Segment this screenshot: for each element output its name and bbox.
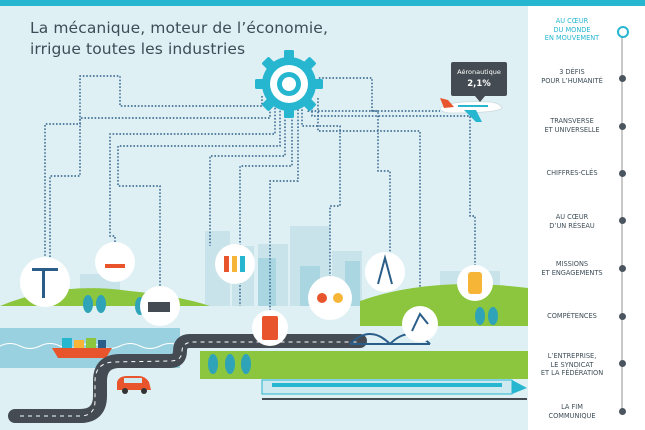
nav-item-label: AU CŒUR xyxy=(555,213,589,221)
nav-item-label: ET LA FÉDÉRATION xyxy=(540,369,604,378)
nav-item-label: DU MONDE xyxy=(553,25,591,34)
nav-dot[interactable] xyxy=(619,360,626,367)
infographic-panel: La mécanique, moteur de l’économie, irri… xyxy=(0,6,528,430)
nav-item-missions[interactable]: MISSIONS ET ENGAGEMENTS xyxy=(528,260,616,277)
nav-item-label: POUR L’HUMANITÉ xyxy=(541,76,603,85)
nav-item-label: TRANSVERSE xyxy=(550,117,594,125)
nav-item-chiffres-cles[interactable]: CHIFFRES-CLÉS xyxy=(528,169,616,178)
nav-item-label: D’UN RÉSEAU xyxy=(549,221,595,230)
tooltip-sector-label: Aéronautique xyxy=(457,68,501,76)
nav-item-label: ET ENGAGEMENTS xyxy=(541,268,603,277)
nav-item-label: EN MOUVEMENT xyxy=(544,34,600,43)
nav-item-label: CHIFFRES-CLÉS xyxy=(546,169,598,177)
nav-item-label: LE SYNDICAT xyxy=(550,360,594,369)
nav-item-label: ET UNIVERSELLE xyxy=(544,125,600,134)
nav-dot[interactable] xyxy=(619,408,626,415)
nav-item-3-defis[interactable]: 3 DÉFIS POUR L’HUMANITÉ xyxy=(528,68,616,85)
nav-item-label: LA FIM xyxy=(561,403,583,411)
nav-dot[interactable] xyxy=(619,265,626,272)
nav-dot[interactable] xyxy=(619,313,626,320)
nav-dot-active[interactable] xyxy=(617,26,629,38)
nav-dot[interactable] xyxy=(619,75,626,82)
nav-item-au-coeur-reseau[interactable]: AU CŒUR D’UN RÉSEAU xyxy=(528,213,616,230)
nav-item-competences[interactable]: COMPÉTENCES xyxy=(528,312,616,321)
nav-item-transverse[interactable]: TRANSVERSE ET UNIVERSELLE xyxy=(528,117,616,134)
nav-item-label: COMPÉTENCES xyxy=(547,312,597,320)
top-accent-bar xyxy=(0,0,645,6)
nav-item-label: 3 DÉFIS xyxy=(559,68,585,76)
nav-item-label: COMMUNIQUE xyxy=(548,411,596,420)
nav-item-la-fim-communique[interactable]: LA FIM COMMUNIQUE xyxy=(528,403,616,420)
page-title-line-1: La mécanique, moteur de l’économie, xyxy=(30,19,328,37)
page-title: La mécanique, moteur de l’économie, irri… xyxy=(30,18,328,60)
nav-dot[interactable] xyxy=(619,217,626,224)
nav-dot[interactable] xyxy=(619,123,626,130)
nav-dot[interactable] xyxy=(619,170,626,177)
nav-item-label: MISSIONS xyxy=(555,260,589,268)
industry-illustration xyxy=(0,50,528,423)
nav-item-label: AU CŒUR xyxy=(555,17,589,25)
sector-tooltip: Aéronautique 2,1% xyxy=(451,62,507,102)
nav-item-label: L’ENTREPRISE, xyxy=(547,352,597,360)
nav-item-entreprise-syndicat[interactable]: L’ENTREPRISE, LE SYNDICAT ET LA FÉDÉRATI… xyxy=(528,352,616,378)
nav-item-au-coeur-du-monde[interactable]: AU CŒUR DU MONDE EN MOUVEMENT xyxy=(528,17,616,43)
tooltip-value: 2,1% xyxy=(467,79,491,89)
page-title-line-2: irrigue toutes les industries xyxy=(30,40,246,58)
